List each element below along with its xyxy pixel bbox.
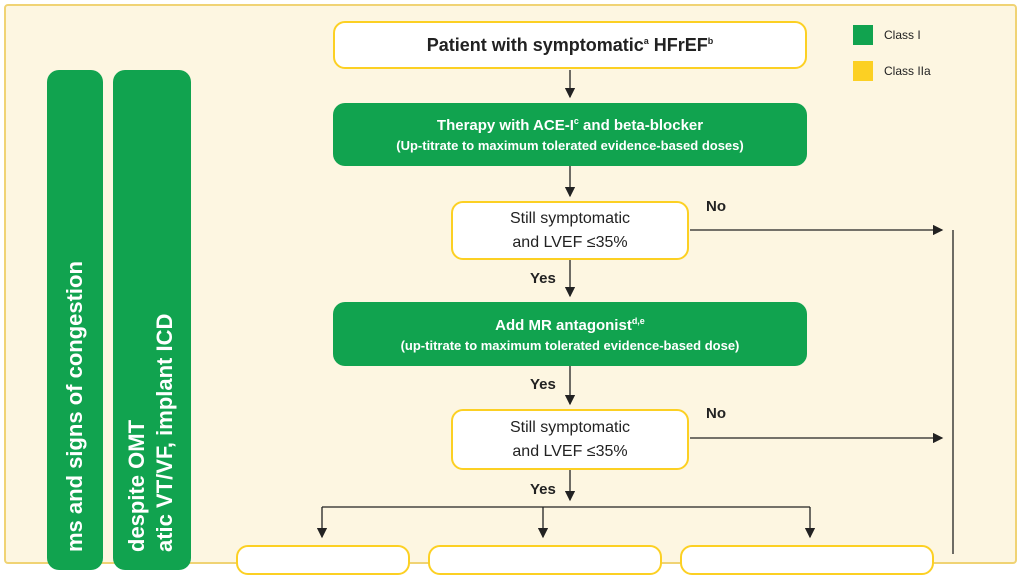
therapy-subtitle: (Up-titrate to maximum tolerated evidenc… bbox=[396, 138, 744, 153]
check-box-2-line1: Still symptomatic bbox=[509, 418, 631, 436]
legend-class2a-swatch bbox=[853, 61, 873, 81]
label-no-1: No bbox=[706, 198, 726, 215]
label-yes-2: Yes bbox=[530, 376, 556, 393]
therapy-title: Therapy with ACE-Ic and beta-blocker bbox=[436, 116, 704, 134]
mra-box: Add MR antagonistd,e (up-titrate to maxi… bbox=[333, 302, 807, 366]
check-box-1-line1: Still symptomatic bbox=[509, 209, 631, 227]
side-pill-icd bbox=[113, 70, 191, 570]
check-box-1-line2: and LVEF ≤35% bbox=[512, 233, 628, 251]
bottom-box-middle bbox=[428, 545, 662, 575]
legend-class1-label: Class I bbox=[884, 28, 921, 42]
mra-title: Add MR antagonistd,e bbox=[495, 315, 645, 334]
side-pill-congestion bbox=[47, 70, 103, 570]
start-box: Patient with symptomatica HFrEFb bbox=[333, 21, 807, 69]
therapy-box: Therapy with ACE-Ic and beta-blocker (Up… bbox=[333, 103, 807, 166]
check-box-1: Still symptomatic and LVEF ≤35% bbox=[451, 201, 689, 260]
label-yes-1: Yes bbox=[530, 270, 556, 287]
mra-subtitle: (up-titrate to maximum tolerated evidenc… bbox=[400, 337, 740, 353]
check-box-2: Still symptomatic and LVEF ≤35% bbox=[451, 409, 689, 470]
bottom-box-left bbox=[236, 545, 410, 575]
start-box-text: Patient with symptomatica HFrEFb bbox=[426, 34, 714, 55]
bottom-box-right bbox=[680, 545, 934, 575]
legend-class1-swatch bbox=[853, 25, 873, 45]
label-yes-3: Yes bbox=[530, 481, 556, 498]
label-no-2: No bbox=[706, 405, 726, 422]
check-box-2-line2: and LVEF ≤35% bbox=[512, 442, 628, 460]
legend-class2a-label: Class IIa bbox=[884, 64, 931, 78]
connector-lines bbox=[316, 70, 954, 554]
